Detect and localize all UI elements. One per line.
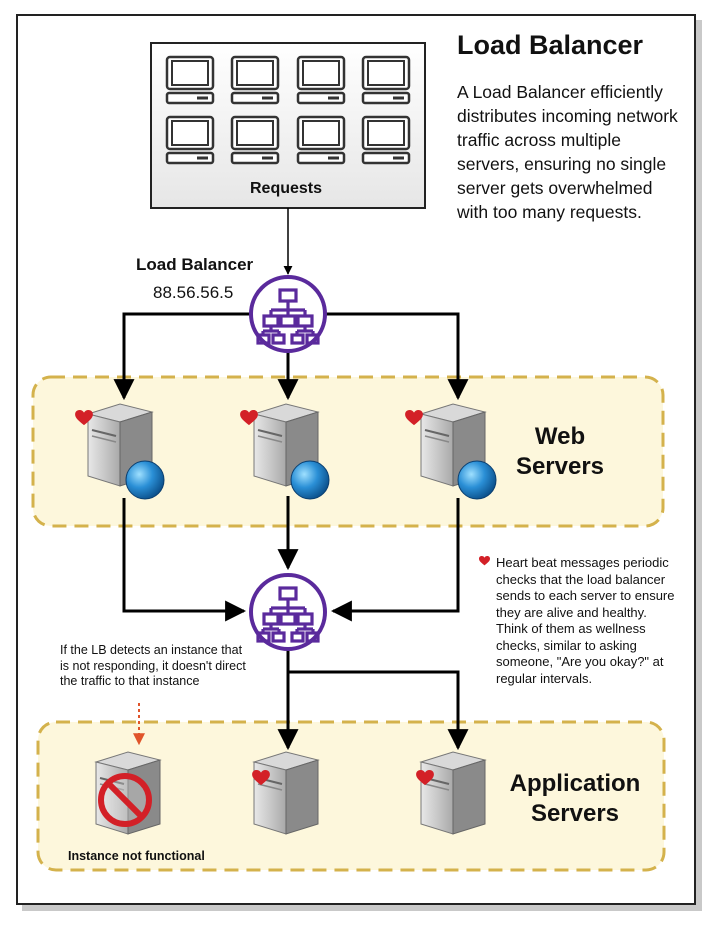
server-icon [420,751,486,835]
application-servers-label: Application Servers [495,769,655,829]
web-servers-group [31,375,665,528]
lb-to-app-arrows [277,650,469,751]
instance-not-functional-label: Instance not functional [68,849,205,863]
computer-icon [230,55,280,105]
load-balancer-icon [249,275,327,353]
app-server-2 [252,751,319,835]
load-balancer-label: Load Balancer [136,255,254,274]
description: A Load Balancer efficiently distributes … [457,82,678,222]
globe-icon [125,460,165,500]
computer-icon [165,55,215,105]
globe-icon [457,460,497,500]
load-balancer-ip: 88.56.56.5 [153,283,234,302]
web-server-1 [75,403,165,500]
load-balancer-icon [249,573,327,651]
app-server-1-failed [95,751,161,835]
heart-bullet-icon [479,556,490,566]
computer-icon [165,115,215,165]
lb-detect-note: If the LB detects an instance that is no… [60,643,246,688]
computer-icon [296,55,346,105]
lb-to-web-arrows [113,312,469,401]
app-server-3 [416,751,486,835]
web-servers-label-line: Servers [515,453,605,480]
computer-icon [230,115,280,165]
computer-icon [361,115,411,165]
web-server-3 [405,403,497,500]
web-servers-label: Web Servers [500,422,620,482]
application-servers-label-line: Application [509,770,641,797]
heartbeat-note: Heart beat messages periodic checks that… [496,555,675,686]
computer-icon [296,115,346,165]
page-title: Load Balancer [457,30,644,60]
globe-icon [290,460,330,500]
web-server-2 [240,403,330,500]
requests-label: Requests [250,180,323,197]
application-servers-label-line: Servers [530,800,620,827]
web-to-lb-arrows [122,496,460,622]
server-icon [253,751,319,835]
application-servers-group [36,720,666,872]
computer-icon [361,55,411,105]
web-servers-label-line: Web [534,423,586,450]
